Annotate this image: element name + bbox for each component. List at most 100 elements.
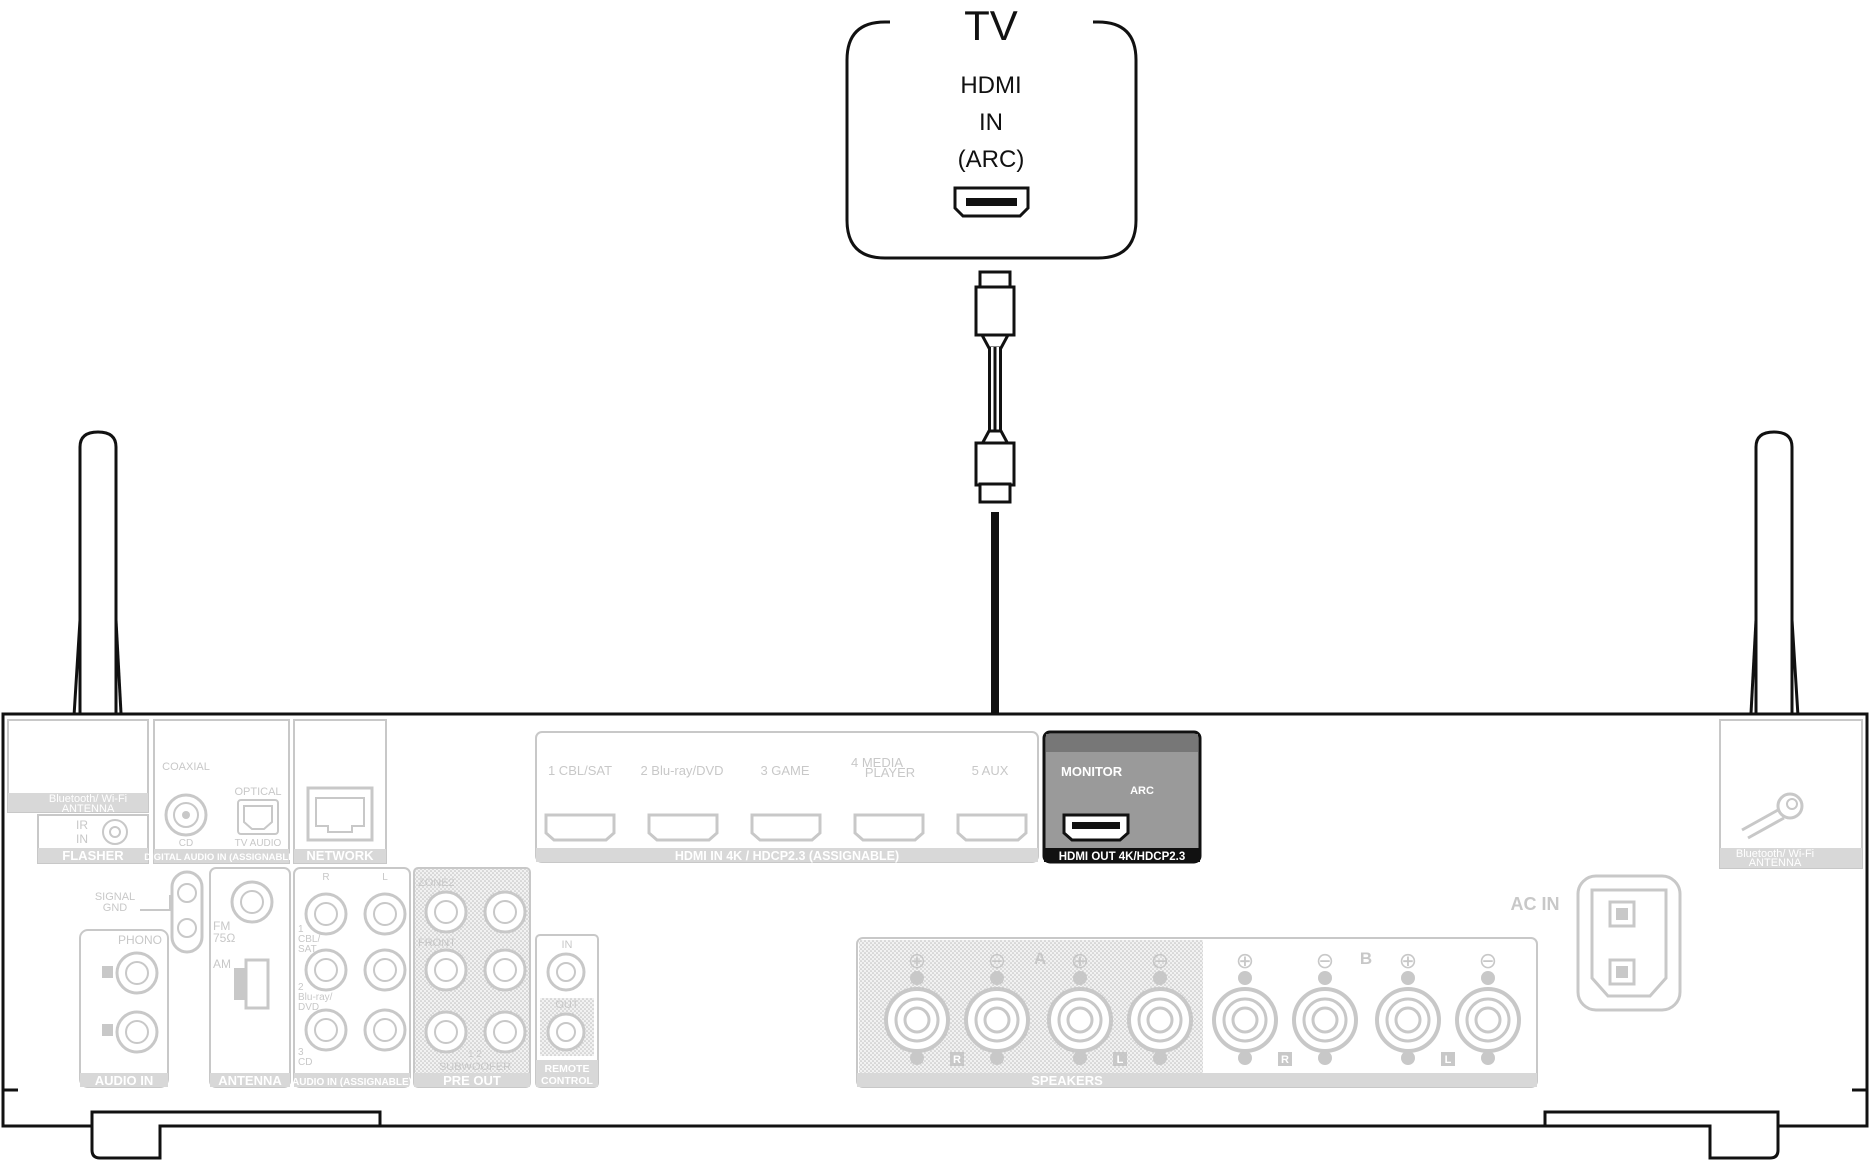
svg-text:⊕: ⊕ xyxy=(1399,949,1417,974)
tv-port-label-hdmi: HDMI xyxy=(960,72,1021,99)
speaker-channel-badge xyxy=(1113,1052,1127,1066)
speaker-terminal: ⊕ xyxy=(884,949,950,1065)
svg-text:SAT: SAT xyxy=(298,944,317,955)
svg-text:L: L xyxy=(382,872,388,883)
svg-text:PHONO: PHONO xyxy=(118,933,162,947)
digital-audio-in-panel: COAXIAL CD OPTICAL TV AUDIO DIGITAL AUDI… xyxy=(144,719,298,864)
fm-am-antenna-panel: FM 75Ω AM ANTENNA xyxy=(209,867,291,1088)
hdmi-plug-bottom-body xyxy=(974,441,1016,487)
hdmi-input-label: 4 MEDIA xyxy=(851,755,903,770)
svg-text:Bluetooth/ Wi-Fi: Bluetooth/ Wi-Fi xyxy=(49,793,127,805)
svg-text:ANTENNA: ANTENNA xyxy=(62,803,115,815)
svg-text:SIGNAL: SIGNAL xyxy=(95,891,135,903)
svg-text:FLASHER: FLASHER xyxy=(62,848,124,863)
svg-text:75Ω: 75Ω xyxy=(213,931,235,945)
hdmi-input-label: 3 GAME xyxy=(760,763,809,778)
speaker-terminal: ⊖ xyxy=(1455,949,1521,1065)
svg-text:SPEAKERS: SPEAKERS xyxy=(1031,1073,1103,1088)
tv-box: TV HDMI IN (ARC) xyxy=(845,2,1138,260)
svg-text:ZONE2: ZONE2 xyxy=(418,877,455,889)
svg-text:Blu-ray/: Blu-ray/ xyxy=(298,992,333,1003)
svg-text:OUT: OUT xyxy=(555,999,579,1011)
svg-text:CBL/: CBL/ xyxy=(298,934,320,945)
svg-text:⊖: ⊖ xyxy=(1479,949,1497,974)
speaker-channel-label: L xyxy=(1445,1054,1452,1066)
svg-text:B: B xyxy=(1360,949,1372,968)
svg-text:ANTENNA: ANTENNA xyxy=(218,1073,282,1088)
left-antenna-terminal: Bluetooth/ Wi-Fi ANTENNA xyxy=(7,719,149,815)
hdmi-plug-top-body xyxy=(974,285,1016,337)
speaker-terminal: ⊕ xyxy=(1375,949,1441,1065)
svg-text:⊕: ⊕ xyxy=(1071,949,1089,974)
network-port-panel: NETWORK xyxy=(293,719,387,864)
svg-text:⊕: ⊕ xyxy=(908,949,926,974)
flasher-ir-in: IR IN FLASHER xyxy=(37,814,149,864)
svg-text:AUDIO IN (ASSIGNABLE): AUDIO IN (ASSIGNABLE) xyxy=(292,1077,412,1088)
tv-title: TV xyxy=(964,2,1018,49)
tv-hdmi-port xyxy=(953,186,1030,218)
svg-text:⊖: ⊖ xyxy=(988,949,1006,974)
svg-text:Bluetooth/ Wi-Fi: Bluetooth/ Wi-Fi xyxy=(1736,848,1814,860)
speaker-channel-badge xyxy=(1441,1052,1455,1066)
svg-text:CD: CD xyxy=(179,838,193,849)
svg-text:⊖: ⊖ xyxy=(1151,949,1169,974)
svg-text:⊕: ⊕ xyxy=(1236,949,1254,974)
speaker-terminal: ⊕ xyxy=(1212,949,1278,1065)
speaker-terminal: ⊖ xyxy=(964,949,1030,1065)
remote-control-panel: IN OUT REMOTE CONTROL xyxy=(535,934,599,1088)
speaker-channel-label: R xyxy=(953,1054,961,1066)
pre-out-panel: ZONE2 FRONT 1 2 SUBWOOFER PRE OUT xyxy=(413,867,531,1088)
ac-in-inlet: AC IN xyxy=(1511,874,1682,1012)
speaker-channel-badge xyxy=(1278,1052,1292,1066)
svg-text:AC IN: AC IN xyxy=(1511,894,1560,914)
speaker-channel-label: L xyxy=(1117,1054,1124,1066)
svg-text:ARC: ARC xyxy=(1130,785,1154,797)
svg-text:CD: CD xyxy=(298,1057,312,1068)
svg-text:1 2: 1 2 xyxy=(468,1049,482,1060)
speaker-channel-badge xyxy=(950,1052,964,1066)
svg-text:DVD: DVD xyxy=(298,1002,319,1013)
svg-text:R: R xyxy=(322,872,329,883)
svg-text:A: A xyxy=(1034,949,1046,968)
speaker-terminal: ⊕ xyxy=(1047,949,1113,1065)
analog-audio-in-panel: R L 1 CBL/ SAT 2 Blu-ray/ DVD 3 CD AUDIO… xyxy=(292,867,412,1088)
svg-text:AM: AM xyxy=(213,957,231,971)
svg-text:IN: IN xyxy=(562,939,573,951)
hdmi-input-label: 2 Blu-ray/DVD xyxy=(640,763,723,778)
hdmi-input-label: 1 CBL/SAT xyxy=(548,763,612,778)
svg-text:CONTROL: CONTROL xyxy=(541,1075,593,1087)
svg-text:IR: IR xyxy=(76,818,88,832)
svg-text:AUDIO IN: AUDIO IN xyxy=(95,1073,154,1088)
hdmi-plug-bottom-tip xyxy=(978,482,1012,504)
hdmi-input-label: PLAYER xyxy=(865,765,915,780)
svg-text:TV AUDIO: TV AUDIO xyxy=(235,838,282,849)
hdmi-in-panel: 1 CBL/SAT 2 Blu-ray/DVD 3 GAME 4 MEDIA P… xyxy=(535,731,1039,863)
svg-text:OPTICAL: OPTICAL xyxy=(234,786,281,798)
speaker-channel-label: R xyxy=(1281,1054,1289,1066)
svg-text:FRONT: FRONT xyxy=(418,937,456,949)
hdmi-input-label: 5 AUX xyxy=(972,763,1009,778)
svg-text:ANTENNA: ANTENNA xyxy=(1749,857,1802,869)
svg-text:GND: GND xyxy=(103,902,128,914)
svg-text:PRE OUT: PRE OUT xyxy=(443,1073,501,1088)
speakers-panel: A B ⊕ ⊖ ⊕ ⊖ ⊕ ⊖ ⊕ ⊖ R L R L SPEAKERS xyxy=(856,937,1538,1088)
svg-text:3: 3 xyxy=(298,1047,304,1058)
svg-text:⊖: ⊖ xyxy=(1316,949,1334,974)
svg-text:HDMI OUT 4K/HDCP2.3: HDMI OUT 4K/HDCP2.3 xyxy=(1059,851,1186,863)
svg-text:NETWORK: NETWORK xyxy=(306,848,374,863)
svg-text:COAXIAL: COAXIAL xyxy=(162,761,210,773)
hdmi-out-monitor-port: MONITOR ARC HDMI OUT 4K/HDCP2.3 xyxy=(1042,730,1202,864)
svg-text:HDMI IN 4K / HDCP2.3 (ASSIGNA: HDMI IN 4K / HDCP2.3 (ASSIGNABLE) xyxy=(675,849,899,863)
speaker-terminal: ⊖ xyxy=(1292,949,1358,1065)
tv-port-label-in: IN xyxy=(979,109,1003,136)
speaker-terminal: ⊖ xyxy=(1127,949,1193,1065)
svg-text:IN: IN xyxy=(76,832,88,846)
svg-text:1: 1 xyxy=(298,924,304,935)
tv-port-label-arc: (ARC) xyxy=(958,146,1025,173)
right-antenna-terminal: Bluetooth/ Wi-Fi ANTENNA xyxy=(1719,719,1863,869)
svg-text:MONITOR: MONITOR xyxy=(1061,764,1123,779)
svg-text:REMOTE: REMOTE xyxy=(545,1063,590,1075)
svg-text:DIGITAL AUDIO IN (ASSIGNABLE): DIGITAL AUDIO IN (ASSIGNABLE) xyxy=(144,852,297,863)
phono-audio-in-panel: SIGNAL GND PHONO AUDIO IN xyxy=(79,870,204,1088)
